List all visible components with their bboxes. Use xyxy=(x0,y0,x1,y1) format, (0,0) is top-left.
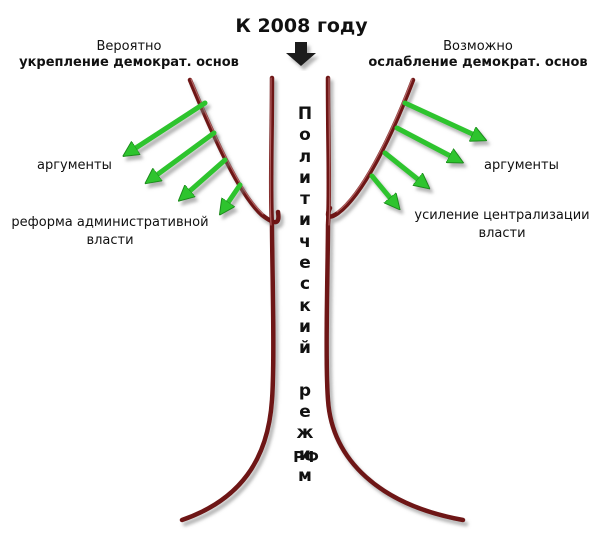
vertical-letter: м xyxy=(298,466,312,487)
vertical-letter: с xyxy=(299,274,311,295)
right-arrow-2 xyxy=(394,125,458,160)
trunk-suffix: РФ xyxy=(293,448,319,466)
vertical-letter: е xyxy=(299,253,311,274)
left-heading: укрепление демократ. основ xyxy=(19,55,239,70)
vertical-letter: т xyxy=(300,189,310,210)
down-arrow-icon xyxy=(286,42,316,66)
right-arrows xyxy=(369,100,481,205)
right-example-line2: власти xyxy=(478,226,526,241)
left-arrow-3 xyxy=(183,157,228,197)
vertical-letter: П xyxy=(297,104,313,124)
right-arguments-label: аргументы xyxy=(484,158,559,173)
vertical-letter: й xyxy=(299,338,311,359)
left-arguments-label: аргументы xyxy=(37,158,112,173)
left-probability-label: Вероятно xyxy=(96,39,162,54)
vertical-letter: е xyxy=(299,402,311,423)
right-inner-line xyxy=(324,75,466,523)
tree-trunk xyxy=(179,75,466,523)
vertical-letter: р xyxy=(298,380,312,401)
vertical-letter: ч xyxy=(299,231,311,252)
left-example-line2: власти xyxy=(86,233,134,248)
vertical-letter: и xyxy=(299,316,311,337)
left-outer-branch xyxy=(187,77,281,225)
vertical-word-gap xyxy=(290,360,320,381)
left-arrows xyxy=(128,100,243,210)
right-arrow-4 xyxy=(369,173,396,205)
right-probability-label: Возможно xyxy=(443,39,513,54)
right-arrow-3 xyxy=(382,150,425,185)
vertical-letter: л xyxy=(298,146,312,167)
vertical-letter: и xyxy=(299,444,311,465)
right-example-line1: усиление централизации xyxy=(414,208,590,223)
vertical-letter: о xyxy=(299,125,311,146)
left-example-line1: реформа административной xyxy=(11,215,209,230)
left-inner-line xyxy=(179,75,276,523)
vertical-letter: ж xyxy=(296,423,314,444)
vertical-letter: к xyxy=(299,295,311,316)
right-heading: ослабление демократ. основ xyxy=(368,55,588,70)
left-arrow-1 xyxy=(128,100,208,153)
left-arrow-2 xyxy=(150,130,217,180)
right-outer-branch xyxy=(325,77,416,219)
diagram-title: К 2008 году xyxy=(235,15,368,37)
left-arrow-4 xyxy=(223,182,243,210)
vertical-letter: и xyxy=(299,167,311,188)
right-arrow-1 xyxy=(402,100,481,138)
vertical-letter: и xyxy=(299,210,311,231)
